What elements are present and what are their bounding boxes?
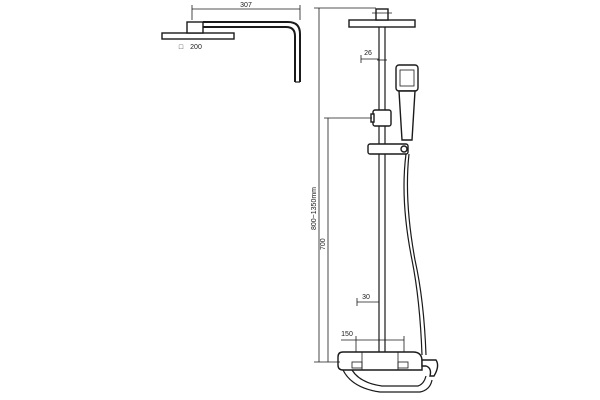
diverter-lever bbox=[421, 359, 439, 377]
side-view: 307 □ 200 bbox=[161, 2, 301, 83]
dim-label-800-1350: 800~1350mm bbox=[311, 187, 318, 230]
dim-label-700: 700 bbox=[320, 238, 327, 250]
hand-shower-handle bbox=[398, 90, 416, 141]
slider-clamp bbox=[372, 109, 392, 127]
mixer-spout-outer bbox=[342, 369, 433, 393]
wall-connector-left bbox=[351, 361, 363, 369]
hose-outer bbox=[403, 153, 423, 356]
front-shower-head bbox=[348, 19, 416, 28]
hand-shower-head bbox=[395, 64, 419, 92]
side-shower-head bbox=[161, 32, 235, 40]
hand-shower-face bbox=[399, 69, 415, 87]
dim-label-307: 307 bbox=[240, 2, 252, 9]
mixer-valve-body bbox=[337, 351, 423, 371]
dim-symbol-square: □ bbox=[179, 44, 184, 51]
hand-shower-holder bbox=[367, 143, 409, 155]
side-arm-top bbox=[203, 21, 301, 82]
front-view bbox=[337, 8, 439, 393]
dim-label-26: 26 bbox=[364, 50, 372, 57]
holder-screw bbox=[400, 145, 408, 153]
dim-label-30: 30 bbox=[362, 294, 370, 301]
dim-label-150: 150 bbox=[341, 331, 353, 338]
mixer-spout-inner bbox=[351, 369, 427, 387]
dim-label-200: 200 bbox=[190, 44, 202, 51]
hose-inner bbox=[406, 153, 427, 356]
front-head-connector bbox=[375, 8, 389, 21]
side-arm-bottom bbox=[203, 26, 296, 82]
front-dimensions: 26 800~1350mm 700 30 150 bbox=[311, 7, 405, 363]
wall-connector-right bbox=[397, 361, 409, 369]
side-head-connector bbox=[186, 21, 204, 34]
